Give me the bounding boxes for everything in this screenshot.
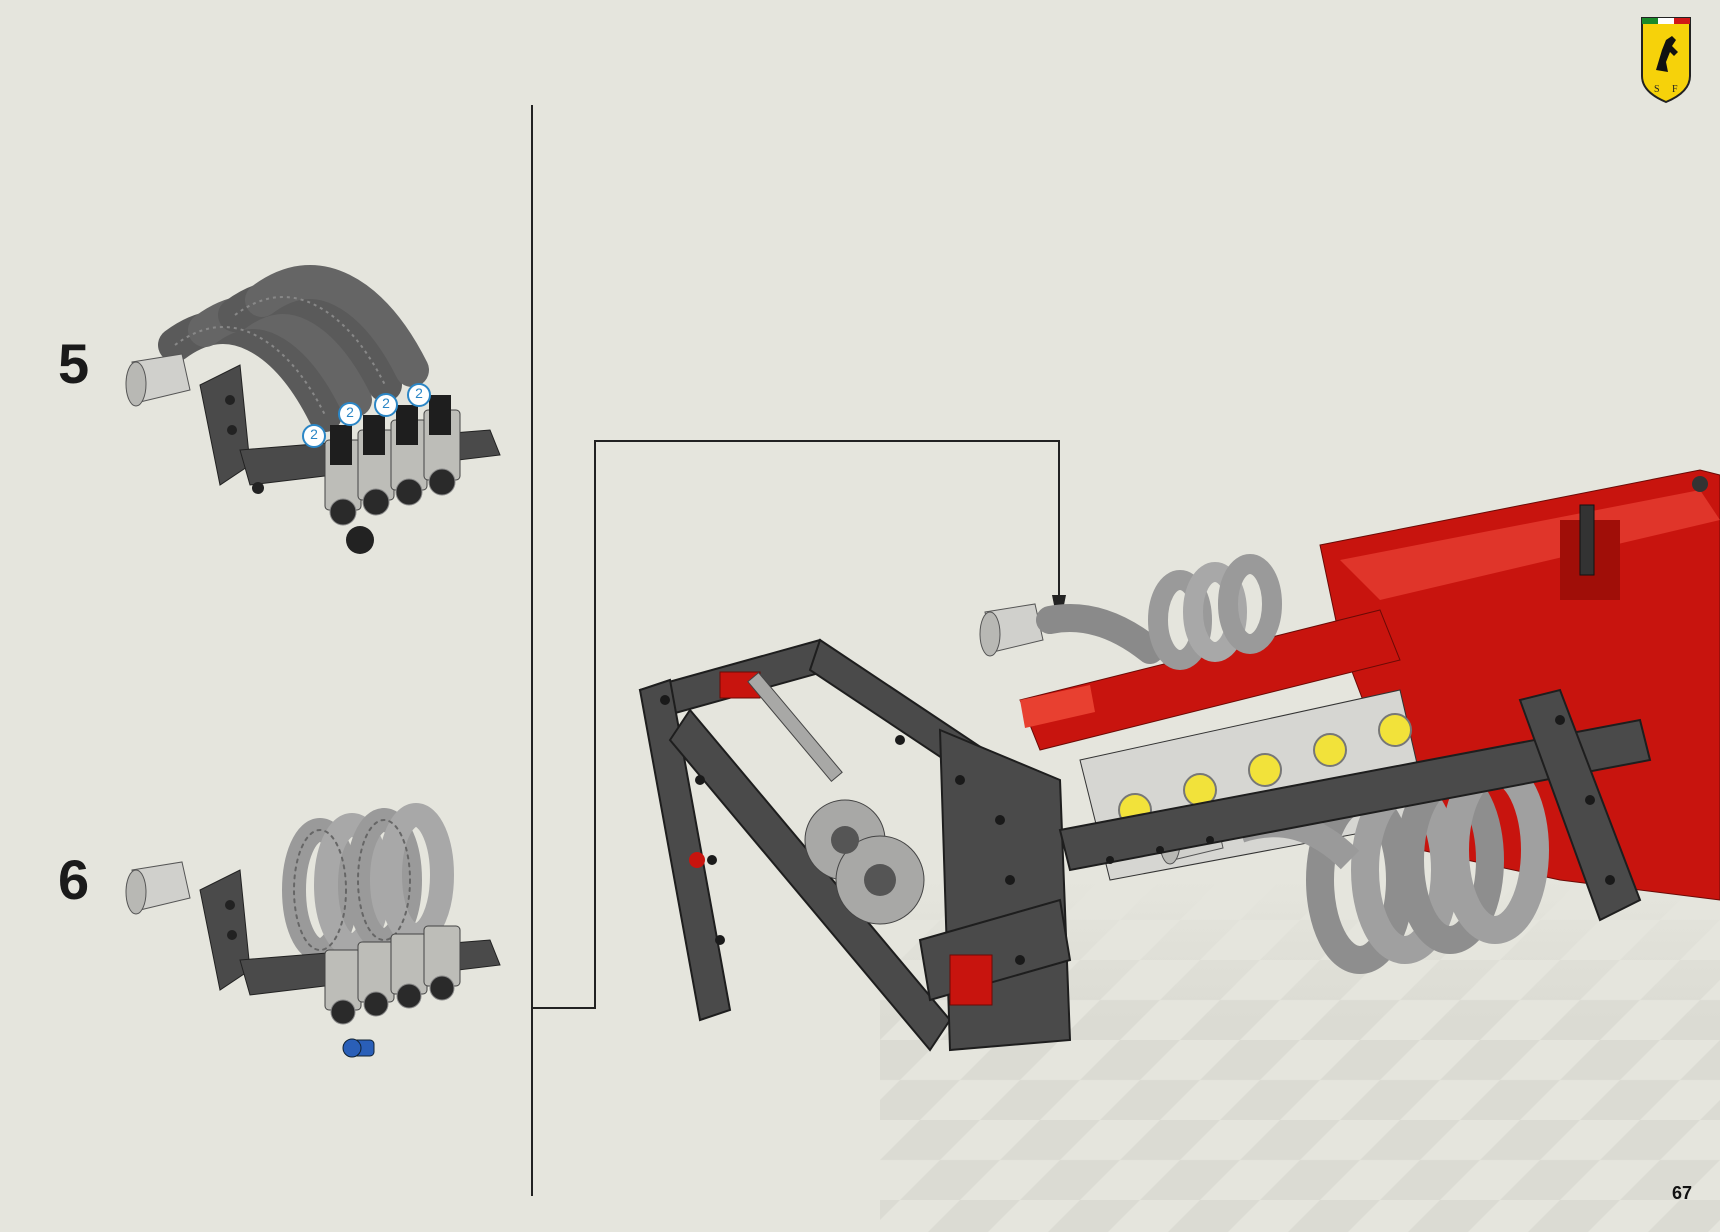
svg-text:F: F (1672, 84, 1678, 95)
callout-quantity: 2 (346, 404, 354, 420)
step-number: 6 (58, 848, 90, 911)
placement-arrow-line (532, 440, 1060, 1009)
callout-quantity: 2 (310, 426, 318, 442)
step-number: 5 (58, 332, 90, 395)
callout-quantity: 2 (415, 385, 423, 401)
blue-pin-icon (342, 1038, 375, 1058)
logo-letters: S (1654, 84, 1660, 95)
callout-quantity: 2 (382, 395, 390, 411)
page-number: 67 (1671, 1183, 1692, 1203)
